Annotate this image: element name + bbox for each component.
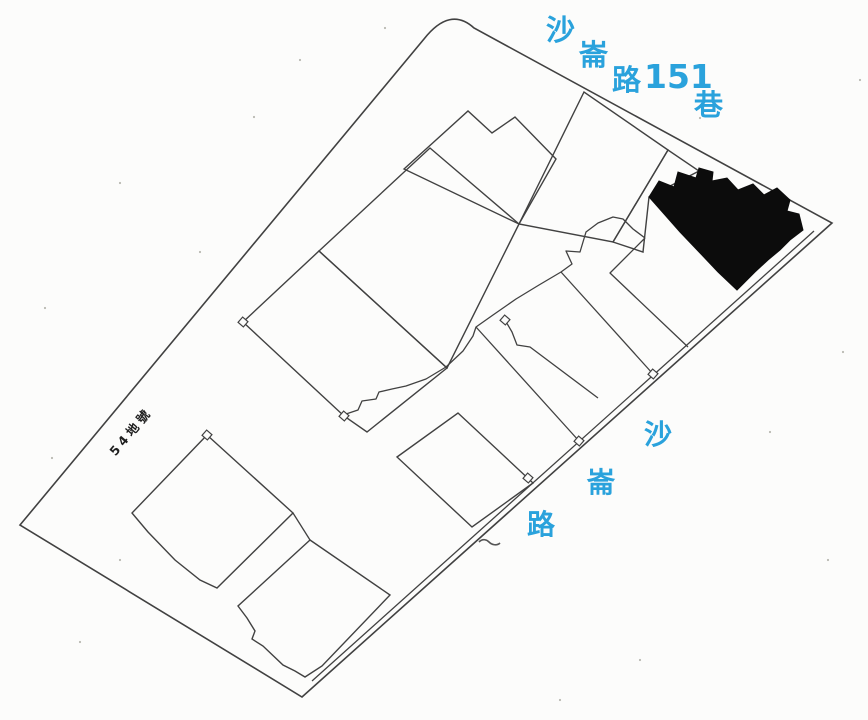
road-label-shalun-road: 崙 [587,466,616,499]
scan-speckle [383,26,387,30]
scan-speckle [826,558,830,562]
corner-tab-mark [647,368,659,380]
block-outer-boundary [18,18,834,698]
corner-tab-mark [522,472,534,484]
scan-speckle [198,250,202,254]
road-label-shalun-road: 沙 [644,418,673,451]
parcel-boundary-line [475,326,580,442]
parcel-boundary-line [609,237,689,348]
scan-speckle [118,558,122,562]
scan-speckle [298,58,302,62]
parcel-boundary-line [560,271,654,375]
building-outline [241,250,449,433]
corner-tab-mark [338,410,350,422]
parcel-boundary-line [504,319,599,399]
scan-speckle [768,430,772,434]
parcel-boundary-line [292,512,311,541]
scan-speckle [50,456,54,460]
building-outline [402,110,557,225]
corner-tab-mark [201,429,213,441]
scan-speckle [638,658,642,662]
road-label-shalun-lane151: 沙 [546,13,576,47]
parcel-boundary-line [342,216,646,416]
scan-speckle [118,181,122,185]
corner-tab-mark [573,435,585,447]
building-outline [517,90,669,243]
corner-tab-mark [237,316,249,328]
road-label-shalun-lane151: 路 [612,63,642,97]
building-outline [317,147,520,370]
road-label-shalun-road: 路 [527,508,556,541]
road-inner-edge [311,230,815,682]
building-outline [237,539,392,678]
scan-speckle [252,115,256,119]
road-label-shalun-lane151: 崙 [579,38,609,72]
scan-speckle [558,698,562,702]
building-outline [131,434,295,589]
road-label-shalun-lane151: 151 [644,57,713,96]
squiggle-mark [478,538,501,546]
scan-speckle [858,78,862,82]
scan-speckle [841,350,845,354]
highlighted-parcel-fill [648,167,804,291]
scan-speckle [698,116,702,120]
building-outline [395,412,535,528]
corner-tab-mark [499,314,511,326]
scan-speckle [78,640,82,644]
building-outline [611,149,701,253]
scan-speckle [43,306,47,310]
road-label-shalun-lane151: 巷 [694,88,724,122]
